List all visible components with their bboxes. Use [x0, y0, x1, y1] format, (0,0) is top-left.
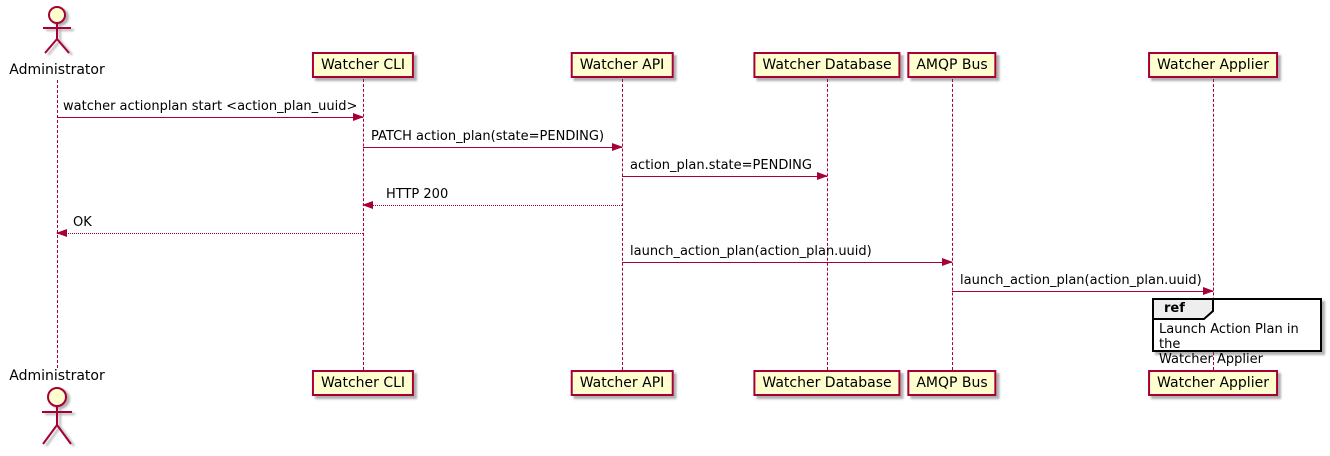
message-arrow-7 — [952, 287, 1214, 295]
participant-watcher-cli-top: Watcher CLI — [311, 52, 415, 78]
ref-fragment: ref Launch Action Plan in the Watcher Ap… — [1152, 298, 1322, 367]
ref-text: Launch Action Plan in the Watcher Applie… — [1159, 322, 1317, 367]
arrowhead-right-icon — [1203, 287, 1214, 295]
arrowhead-right-icon — [612, 143, 623, 151]
message-label-4: HTTP 200 — [386, 187, 449, 202]
message-label-2: PATCH action_plan(state=PENDING) — [371, 129, 605, 144]
ref-text-line-1: Launch Action Plan in the — [1159, 322, 1299, 352]
participant-amqp-bus-bottom: AMQP Bus — [907, 370, 997, 396]
actor-icon — [42, 387, 72, 445]
message-label-1: watcher actionplan start <action_plan_uu… — [63, 99, 358, 114]
actor-icon — [43, 6, 71, 54]
message-arrow-5 — [56, 229, 363, 237]
participant-watcher-applier-bottom: Watcher Applier — [1148, 370, 1278, 396]
lifeline-watcher-applier — [1212, 79, 1214, 370]
message-label-5: OK — [73, 215, 92, 230]
actor-label-bottom: Administrator — [7, 368, 107, 384]
lifeline-administrator — [56, 80, 58, 368]
participant-watcher-applier-top: Watcher Applier — [1148, 52, 1278, 78]
actor-label-top: Administrator — [7, 62, 107, 78]
ref-keyword: ref — [1164, 301, 1185, 316]
arrowhead-right-icon — [942, 258, 953, 266]
arrowhead-right-icon — [817, 172, 828, 180]
lifeline-watcher-cli — [362, 79, 364, 370]
participant-watcher-api-top: Watcher API — [570, 52, 674, 78]
message-label-3: action_plan.state=PENDING — [630, 158, 812, 173]
participant-watcher-database-top: Watcher Database — [753, 52, 901, 78]
message-arrow-6 — [622, 258, 953, 266]
lifeline-watcher-api — [621, 79, 623, 370]
ref-text-line-2: Watcher Applier — [1159, 352, 1263, 367]
ref-tag-pentagon-icon — [1152, 298, 1214, 320]
message-arrow-2 — [363, 143, 623, 151]
participant-watcher-api-bottom: Watcher API — [570, 370, 674, 396]
participant-amqp-bus-top: AMQP Bus — [907, 52, 997, 78]
message-arrow-3 — [622, 172, 828, 180]
participant-watcher-database-bottom: Watcher Database — [753, 370, 901, 396]
message-arrow-1 — [57, 113, 364, 121]
arrowhead-right-icon — [353, 113, 364, 121]
message-label-6: launch_action_plan(action_plan.uuid) — [630, 244, 872, 259]
arrowhead-left-icon — [56, 229, 67, 237]
participant-watcher-cli-bottom: Watcher CLI — [311, 370, 415, 396]
lifeline-watcher-database — [826, 79, 828, 370]
lifeline-amqp-bus — [951, 79, 953, 370]
message-label-7: launch_action_plan(action_plan.uuid) — [960, 273, 1202, 288]
arrowhead-left-icon — [362, 201, 373, 209]
message-arrow-4 — [362, 201, 622, 209]
